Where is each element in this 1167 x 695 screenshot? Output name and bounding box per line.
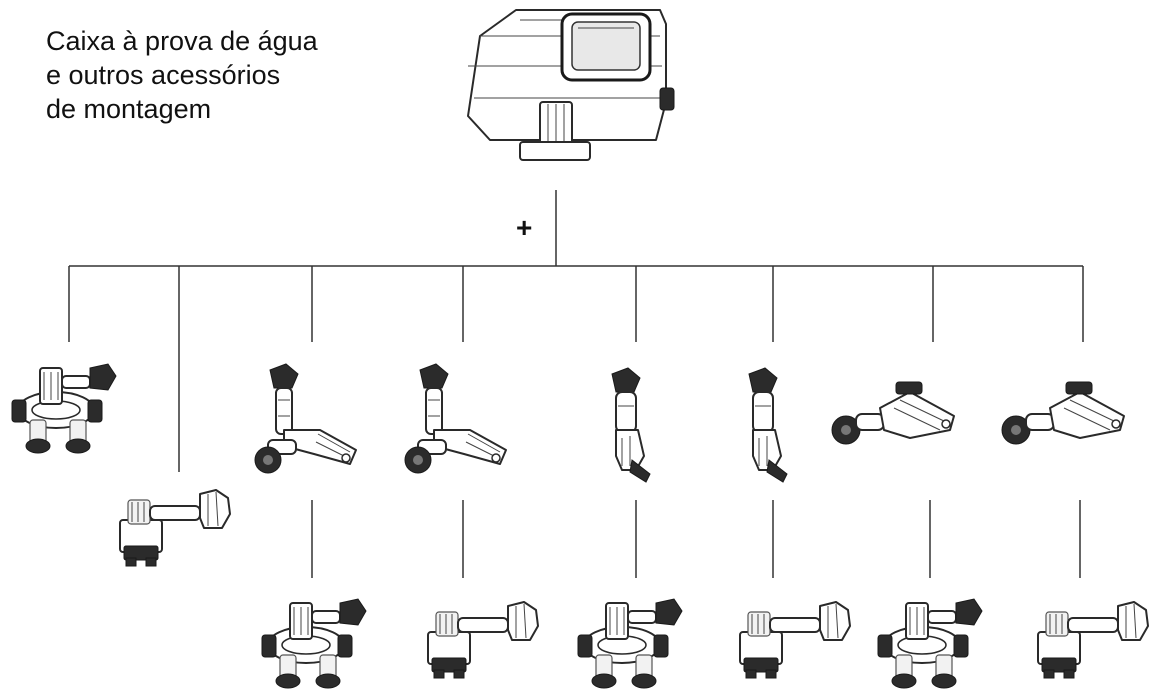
long-extension-arm-icon xyxy=(748,367,788,483)
short-extension-arm-icon xyxy=(1001,381,1125,445)
three-way-arm-icon xyxy=(404,363,507,474)
handlebar-mount-icon xyxy=(261,598,367,689)
plus-sign: + xyxy=(516,212,533,243)
short-extension-arm-icon xyxy=(831,381,955,445)
handlebar-mount-icon xyxy=(577,598,683,689)
waterproof-case-icon xyxy=(466,8,676,162)
buckle-mount-icon xyxy=(119,489,231,567)
buckle-mount-icon xyxy=(1037,601,1149,679)
long-extension-arm-icon xyxy=(611,367,651,483)
buckle-mount-icon xyxy=(739,601,851,679)
caption-line-2: e outros acessórios xyxy=(46,60,281,90)
caption-line-3: de montagem xyxy=(46,94,212,124)
buckle-mount-icon xyxy=(427,601,539,679)
caption-line-1: Caixa à prova de água xyxy=(46,26,318,56)
three-way-arm-icon xyxy=(254,363,357,474)
diagram-caption: Caixa à prova de água e outros acessório… xyxy=(46,24,318,126)
handlebar-mount-icon xyxy=(877,598,983,689)
handlebar-mount-icon xyxy=(11,363,117,454)
connector-lines xyxy=(68,190,1084,578)
